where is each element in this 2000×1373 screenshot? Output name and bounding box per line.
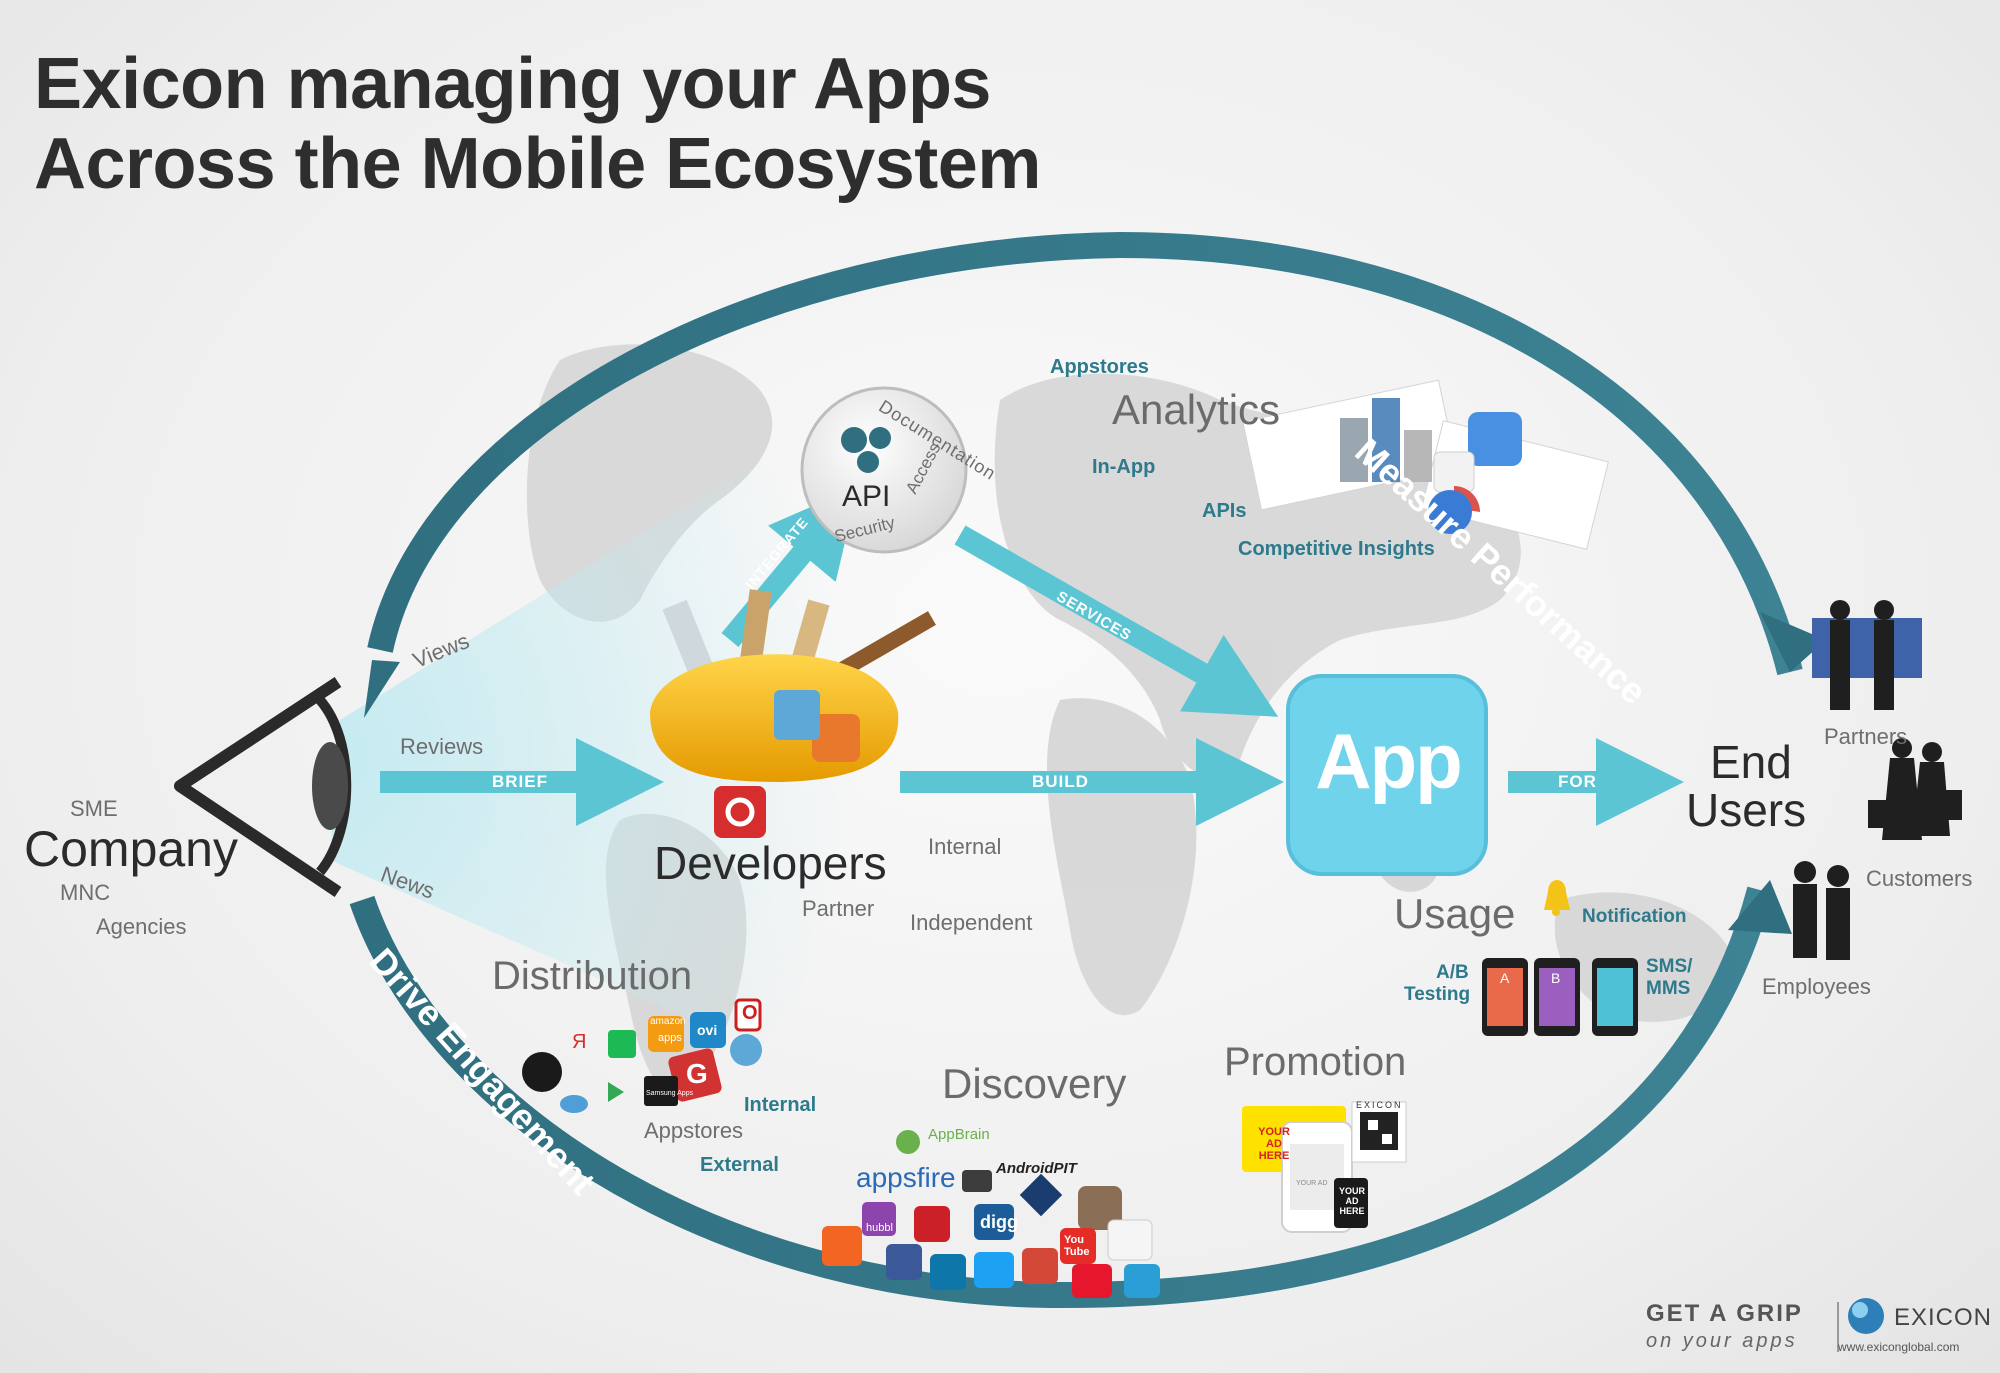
amazon-apps-text: apps <box>658 1032 682 1044</box>
footer-subtagline: on your apps <box>1646 1330 1798 1352</box>
ovi-logo-text: ovi <box>697 1022 718 1038</box>
analytics-apis: APIs <box>1202 500 1247 522</box>
analytics-label: Analytics <box>1112 386 1281 433</box>
discovery-social-icons <box>822 1130 1160 1298</box>
footer-url: www.exiconglobal.com <box>1838 1340 1960 1354</box>
brief-arrow-label: BRIEF <box>492 772 548 791</box>
drive-engagement-arrowhead <box>1728 880 1792 934</box>
company-label: Company <box>24 821 238 877</box>
distribution-appstores: Appstores <box>644 1118 744 1143</box>
digg-logo: digg <box>980 1212 1018 1232</box>
footer-tagline: GET A GRIP <box>1646 1300 1803 1327</box>
usage-phone-b: B <box>1551 970 1561 986</box>
analytics-in-app: In-App <box>1092 456 1156 478</box>
promotion-your-ad-badge: YOUR AD HERE <box>1338 1186 1365 1216</box>
reviews-label: Reviews <box>400 734 484 759</box>
api-badge <box>800 386 968 554</box>
appbrain-logo: AppBrain <box>928 1126 990 1143</box>
company-mnc: MNC <box>60 880 111 905</box>
distribution-label: Distribution <box>492 954 693 998</box>
usage-phones <box>1482 880 1638 1036</box>
usage-notification: Notification <box>1582 906 1687 927</box>
build-arrow-label: BUILD <box>1032 772 1089 791</box>
developers-label: Developers <box>654 837 887 889</box>
title-line-1: Exicon managing your Apps <box>34 44 991 124</box>
services-arrow <box>954 525 1279 717</box>
end-users-customers: Customers <box>1866 866 1973 891</box>
api-label: API <box>842 480 891 513</box>
developers-independent: Independent <box>910 910 1033 935</box>
end-users-employees: Employees <box>1762 974 1871 999</box>
youtube-logo: You Tube <box>1064 1234 1090 1258</box>
measure-performance-arrowhead <box>1760 612 1826 672</box>
usage-mms: MMS <box>1646 978 1691 999</box>
eye-icon <box>174 676 352 897</box>
hubbl-logo: hubbl <box>866 1222 893 1234</box>
distribution-logos: Я <box>522 998 762 1113</box>
exicon-logo-icon <box>1848 1298 1884 1334</box>
androidpit-logo: AndroidPIT <box>996 1160 1077 1177</box>
analytics-reports-graphic <box>1242 379 1609 550</box>
title-line-2: Across the Mobile Ecosystem <box>34 124 1041 204</box>
end-users-line-1: End <box>1710 736 1792 788</box>
developers-internal: Internal <box>928 834 1002 859</box>
usage-sms: SMS/ <box>1646 956 1693 977</box>
opera-logo-text: O <box>742 1002 758 1024</box>
app-tile <box>1286 674 1488 876</box>
company-sme: SME <box>70 796 118 821</box>
page-title: Exicon managing your Apps Across the Mob… <box>34 44 1041 204</box>
usage-testing: Testing <box>1404 984 1471 1005</box>
appsfire-logo: appsfire <box>856 1162 956 1193</box>
analytics-competitive-insights: Competitive Insights <box>1238 538 1435 560</box>
measure-performance-arc <box>367 231 1803 676</box>
for-arrow-label: FOR <box>1558 772 1597 791</box>
promotion-label: Promotion <box>1224 1040 1407 1084</box>
end-users-line-2: Users <box>1686 784 1807 836</box>
distribution-external: External <box>700 1154 779 1176</box>
getjar-logo-text: G <box>686 1058 708 1089</box>
app-label: App <box>1315 717 1463 805</box>
analytics-appstores: Appstores <box>1050 356 1149 378</box>
discovery-label: Discovery <box>942 1060 1127 1107</box>
promotion-your-ad-banner: YOUR AD HERE <box>1258 1126 1290 1162</box>
usage-ab: A/B <box>1436 962 1469 983</box>
usage-phone-a: A <box>1500 970 1510 986</box>
amazon-logo-text: amazon <box>650 1016 686 1027</box>
developers-toolbox-icon <box>650 589 936 838</box>
distribution-internal: Internal <box>744 1094 817 1116</box>
end-users-silhouettes <box>1793 600 1962 960</box>
drive-engagement-arc <box>349 886 1773 1309</box>
end-users-partners: Partners <box>1824 724 1908 749</box>
promotion-ad-graphic <box>1242 1101 1407 1233</box>
promotion-exicon-mark: EXICON <box>1356 1100 1403 1110</box>
footer-brand: EXICON <box>1894 1304 1993 1331</box>
usage-label: Usage <box>1394 890 1516 937</box>
developers-partner: Partner <box>802 896 875 921</box>
samsung-apps-text: Samsung Apps <box>646 1090 694 1097</box>
yandex-logo: Я <box>572 1031 586 1053</box>
views-arrowhead <box>364 660 400 718</box>
promotion-your-ad-small: YOUR AD <box>1296 1180 1328 1187</box>
company-agencies: Agencies <box>96 914 187 939</box>
